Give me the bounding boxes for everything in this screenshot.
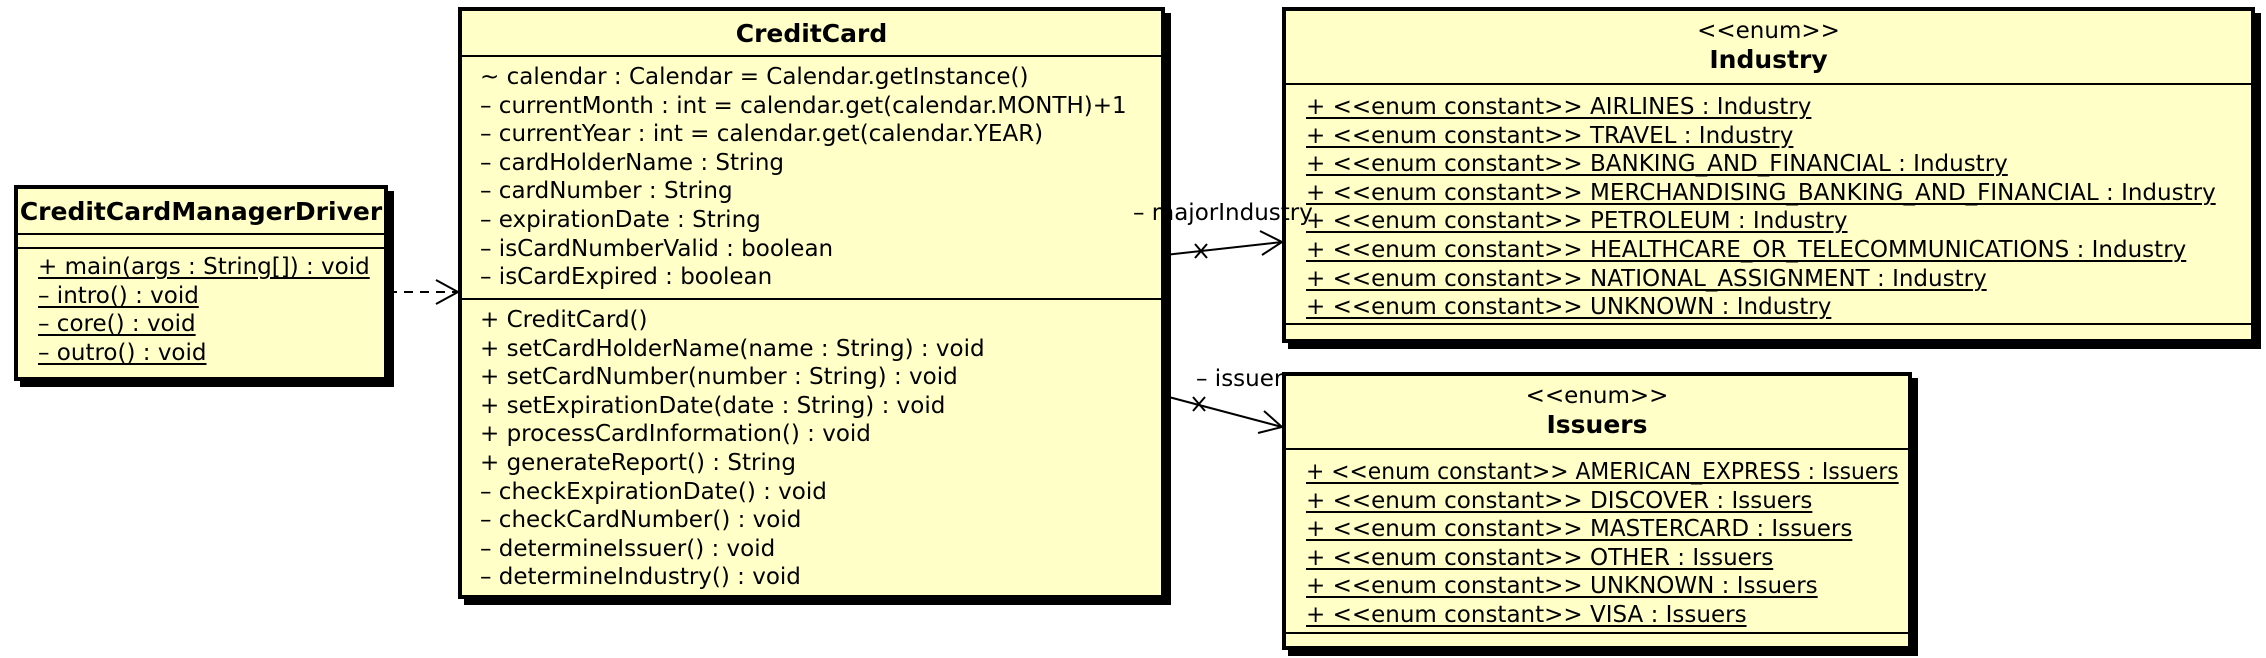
class-header: CreditCard [462,11,1161,57]
enum-constant: + <<enum constant>> BANKING_AND_FINANCIA… [1306,151,2008,178]
constants-compartment: + <<enum constant>> AIRLINES : Industry … [1286,85,2251,325]
enum-constant: + <<enum constant>> AIRLINES : Industry [1306,94,1812,120]
attribute: – cardHolderName : String [480,149,785,176]
enum-constant: + <<enum constant>> VISA : Issuers [1306,601,1747,628]
issuer-association [1164,395,1285,434]
attribute: – currentMonth : int = calendar.get(cale… [480,92,1127,119]
operations-compartment [1286,634,1908,648]
operations-compartment [1286,325,2251,339]
operation: + setExpirationDate(date : String) : voi… [480,392,946,419]
attribute: ~ calendar : Calendar = Calendar.getInst… [480,64,1029,90]
attribute: – isCardExpired : boolean [480,264,773,291]
enum-industry[interactable]: <<enum>> Industry + <<enum constant>> AI… [1282,7,2255,343]
operation: + setCardNumber(number : String) : void [480,364,958,391]
enum-constant: + <<enum constant>> AMERICAN_EXPRESS : I… [1306,459,1899,485]
operation: – determineIssuer() : void [480,535,776,562]
enum-name: Industry [1709,45,1828,74]
enum-header: <<enum>> Industry [1286,11,2251,85]
class-credit-card[interactable]: CreditCard ~ calendar : Calendar = Calen… [458,7,1165,599]
enum-header: <<enum>> Issuers [1286,376,1908,450]
dependency-edge [388,279,461,305]
enum-constant: + <<enum constant>> NATIONAL_ASSIGNMENT … [1306,265,1987,292]
attributes-compartment [18,235,384,249]
enum-constant: + <<enum constant>> OTHER : Issuers [1306,544,1774,571]
major-industry-role-label: – majorIndustry [1133,200,1313,226]
enum-constant: + <<enum constant>> UNKNOWN : Issuers [1306,573,1818,600]
non-navigable-x-marker [1192,396,1206,412]
operation: + CreditCard() [480,307,648,333]
operations-compartment: + main(args : String[]) : void – intro()… [18,249,384,367]
operation: + main(args : String[]) : void [38,254,370,280]
enum-constant: + <<enum constant>> PETROLEUM : Industry [1306,208,1848,235]
enum-constant: + <<enum constant>> MERCHANDISING_BANKIN… [1306,179,2216,206]
class-name: CreditCardManagerDriver [19,197,383,226]
enum-constant: + <<enum constant>> MASTERCARD : Issuers [1306,516,1853,543]
operation: + generateReport() : String [480,449,796,476]
major-industry-association [1164,230,1285,259]
attributes-compartment: ~ calendar : Calendar = Calendar.getInst… [462,57,1161,300]
attribute: – expirationDate : String [480,206,761,233]
enum-issuers[interactable]: <<enum>> Issuers + <<enum constant>> AME… [1282,372,1912,650]
class-credit-card-manager-driver[interactable]: CreditCardManagerDriver + main(args : St… [14,185,388,381]
attribute: – cardNumber : String [480,178,733,205]
class-header: CreditCardManagerDriver [18,189,384,235]
stereotype-label: <<enum>> [1697,18,1840,44]
enum-constant: + <<enum constant>> HEALTHCARE_OR_TELECO… [1306,236,2187,263]
operation: + processCardInformation() : void [480,421,871,448]
operation: – checkCardNumber() : void [480,507,802,534]
operation: – outro() : void [38,339,207,366]
enum-name: Issuers [1546,410,1648,439]
attribute: – isCardNumberValid : boolean [480,235,834,262]
non-navigable-x-marker [1194,243,1208,259]
enum-constant: + <<enum constant>> DISCOVER : Issuers [1306,487,1813,514]
enum-constant: + <<enum constant>> UNKNOWN : Industry [1306,294,1832,321]
constants-compartment: + <<enum constant>> AMERICAN_EXPRESS : I… [1286,450,1908,634]
operation: – intro() : void [38,282,199,309]
enum-constant: + <<enum constant>> TRAVEL : Industry [1306,122,1794,149]
issuer-role-label: – issuer [1196,366,1284,392]
attribute: – currentYear : int = calendar.get(calen… [480,121,1044,148]
operation: + setCardHolderName(name : String) : voi… [480,335,985,362]
operations-compartment: + CreditCard() + setCardHolderName(name … [462,300,1161,592]
operation: – core() : void [38,311,196,338]
operation: – checkExpirationDate() : void [480,478,827,505]
class-name: CreditCard [735,19,888,48]
operation: – determineIndustry() : void [480,564,801,591]
stereotype-label: <<enum>> [1525,383,1669,409]
